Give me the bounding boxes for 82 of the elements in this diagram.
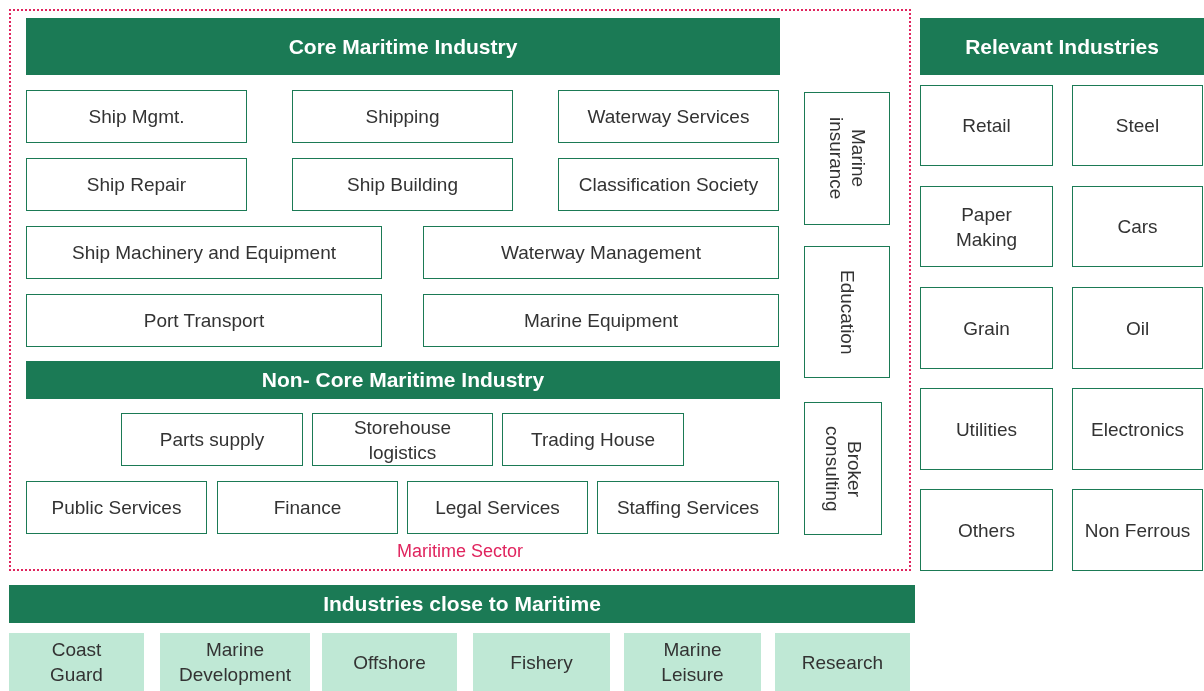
box-label: Staffing Services	[616, 496, 760, 520]
box-label: Marine Leisure	[660, 638, 725, 687]
category-box	[804, 246, 890, 378]
category-box	[1072, 489, 1203, 571]
region-label: Maritime Sector	[396, 540, 524, 563]
category-box	[558, 90, 779, 143]
box-label: Ship Repair	[86, 173, 187, 197]
box-label: Ship Building	[347, 173, 458, 197]
category-box	[804, 402, 882, 535]
box-label: Waterway Services	[587, 105, 750, 129]
category-box	[920, 287, 1053, 369]
category-box	[423, 294, 779, 347]
band-title: Non- Core Maritime Industry	[261, 367, 545, 394]
category-box	[1072, 388, 1203, 470]
header-band	[920, 18, 1204, 75]
category-box	[26, 90, 247, 143]
category-box	[121, 413, 303, 466]
category-box	[26, 226, 382, 279]
category-box	[558, 158, 779, 211]
category-box	[217, 481, 398, 534]
category-box	[1072, 186, 1203, 267]
category-box	[920, 85, 1053, 166]
header-band	[9, 585, 915, 623]
category-box	[473, 633, 610, 691]
category-box	[292, 90, 513, 143]
box-label: Electronics	[1091, 417, 1184, 442]
category-box	[26, 158, 247, 211]
box-label: Education	[836, 269, 858, 355]
header-band	[26, 18, 780, 75]
box-label: Classification Society	[578, 173, 759, 197]
box-label: Paper Making	[954, 202, 1019, 252]
header-band	[26, 361, 780, 399]
category-box	[1072, 85, 1203, 166]
box-label: Ship Mgmt.	[88, 105, 185, 129]
category-box	[423, 226, 779, 279]
category-box	[624, 633, 761, 691]
category-box	[920, 489, 1053, 571]
box-label: Legal Services	[435, 496, 560, 520]
box-label: Cars	[1117, 215, 1158, 239]
category-box	[9, 633, 144, 691]
box-label: Others	[958, 518, 1015, 543]
box-label: Marine Equipment	[523, 309, 679, 333]
box-label: Utilities	[955, 417, 1018, 442]
category-box	[407, 481, 588, 534]
box-label: Waterway Management	[501, 241, 701, 265]
box-label: Coast Guard	[49, 638, 104, 687]
box-label: Parts supply	[159, 428, 265, 452]
box-label: Retail	[962, 114, 1011, 138]
category-box	[312, 413, 493, 466]
category-box	[597, 481, 779, 534]
category-box	[775, 633, 910, 691]
category-box	[920, 388, 1053, 470]
box-label: Fishery	[510, 650, 573, 675]
category-box	[292, 158, 513, 211]
box-label: Storehouse logistics	[352, 415, 453, 465]
box-label: Ship Machinery and Equipment	[71, 241, 336, 265]
box-label: Port Transport	[143, 309, 265, 333]
category-box	[920, 186, 1053, 267]
box-label: Finance	[273, 496, 342, 520]
box-label: Non Ferrous	[1084, 518, 1191, 543]
box-label: Marine Development	[179, 638, 291, 687]
category-box	[26, 294, 382, 347]
sector-region	[9, 9, 911, 571]
box-label: Oil	[1125, 316, 1150, 341]
box-label: Grain	[963, 316, 1010, 341]
box-label: Marine insurance	[825, 116, 869, 202]
category-box	[322, 633, 457, 691]
box-label: Broker consulting	[821, 424, 865, 514]
box-label: Research	[801, 650, 884, 675]
category-box	[160, 633, 310, 691]
band-title: Relevant Industries	[965, 33, 1159, 60]
box-label: Offshore	[353, 650, 426, 675]
category-box	[804, 92, 890, 225]
band-title: Core Maritime Industry	[288, 33, 518, 60]
category-box	[26, 481, 207, 534]
category-box	[1072, 287, 1203, 369]
box-label: Public Services	[51, 496, 182, 520]
box-label: Shipping	[365, 105, 440, 129]
band-title: Industries close to Maritime	[323, 591, 601, 618]
category-box	[502, 413, 684, 466]
box-label: Steel	[1115, 114, 1160, 138]
box-label: Trading House	[531, 428, 655, 452]
